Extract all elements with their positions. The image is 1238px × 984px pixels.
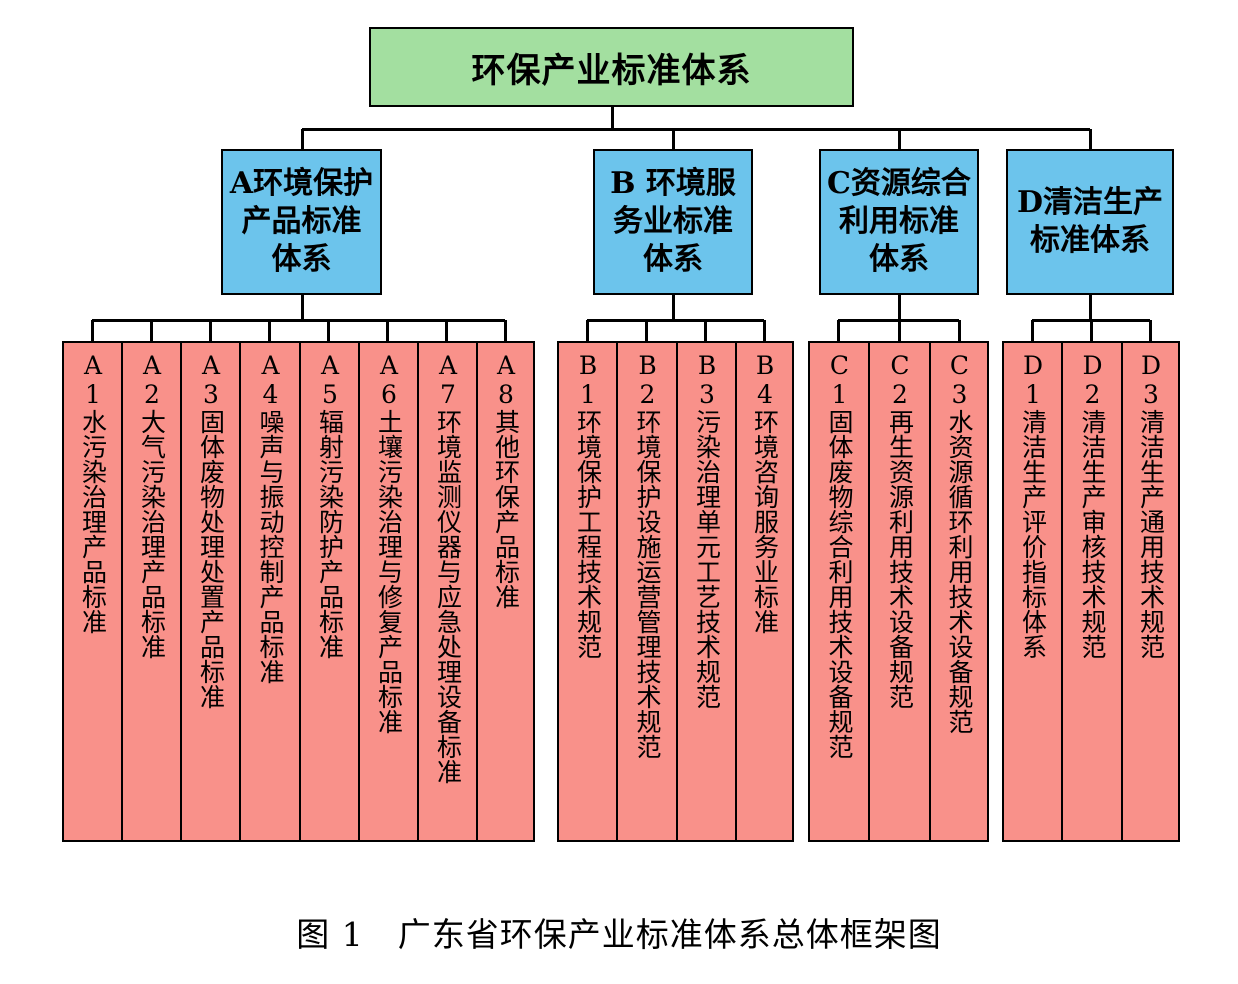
category-box-b: B 环境服务业标准体系 [593, 149, 753, 295]
category-box-c: C资源综合利用标准体系 [819, 149, 979, 295]
leaf-box-b4: B4环境咨询服务业标准 [735, 341, 794, 842]
leaf-box-a2: A2大气污染治理产品标准 [121, 341, 182, 842]
leaf-label: C1固体废物综合利用技术设备规范 [825, 351, 854, 759]
leaf-label: A5辐射污染防护产品标准 [315, 351, 345, 659]
connector-line [300, 129, 304, 149]
leaf-label: B3污染治理单元工艺技术规范 [692, 351, 722, 709]
leaf-label: D2清洁生产审核技术规范 [1078, 351, 1107, 659]
leaf-box-b3: B3污染治理单元工艺技术规范 [676, 341, 737, 842]
connector-line [610, 107, 614, 129]
leaf-label: A3固体废物处理处置产品标准 [196, 351, 226, 709]
leaf-box-a1: A1水污染治理产品标准 [62, 341, 123, 842]
category-box-a: A环境保护产品标准体系 [221, 149, 382, 295]
connector-line [301, 128, 1090, 131]
leaf-label: A8其他环保产品标准 [491, 351, 521, 609]
connector-line [90, 320, 94, 341]
connector-line [1089, 129, 1092, 149]
connector-line [149, 320, 153, 341]
leaf-label: A4噪声与振动控制产品标准 [256, 351, 285, 684]
leaf-box-c3: C3水资源循环利用技术设备规范 [929, 341, 989, 842]
leaf-box-d3: D3清洁生产通用技术规范 [1121, 341, 1180, 842]
leaf-label: B2环境保护设施运营管理技术规范 [633, 351, 662, 759]
leaf-box-a6: A6土壤污染治理与修复产品标准 [358, 341, 419, 842]
leaf-box-a4: A4噪声与振动控制产品标准 [239, 341, 301, 842]
leaf-box-a7: A7环境监测仪器与应急处理设备标准 [417, 341, 478, 842]
leaf-label: D1清洁生产评价指标体系 [1018, 351, 1048, 659]
connector-line [300, 295, 304, 320]
category-box-d: D清洁生产标准体系 [1006, 149, 1174, 295]
connector-line [837, 320, 841, 341]
connector-line [504, 320, 508, 341]
root-box: 环保产业标准体系 [369, 27, 854, 107]
leaf-label: A6土壤污染治理与修复产品标准 [374, 351, 404, 734]
connector-line [585, 320, 589, 341]
connector-line [91, 319, 506, 322]
connector-line [1090, 320, 1093, 341]
leaf-label: A1水污染治理产品标准 [78, 351, 108, 634]
leaf-box-b1: B1环境保护工程技术规范 [557, 341, 618, 842]
leaf-label: C2再生资源利用技术设备规范 [885, 351, 915, 709]
connector-line [704, 320, 708, 341]
leaf-box-a5: A5辐射污染防护产品标准 [299, 341, 360, 842]
figure-caption: 图 1 广东省环保产业标准体系总体框架图 [296, 915, 942, 954]
connector-line [1030, 320, 1034, 341]
leaf-label: A7环境监测仪器与应急处理设备标准 [433, 351, 463, 784]
connector-line [897, 320, 901, 341]
leaf-box-b2: B2环境保护设施运营管理技术规范 [616, 341, 678, 842]
connector-line [1149, 320, 1153, 341]
connector-line [898, 295, 901, 320]
connector-line [672, 295, 675, 320]
leaf-box-d1: D1清洁生产评价指标体系 [1002, 341, 1063, 842]
leaf-label: A2大气污染治理产品标准 [137, 351, 167, 659]
connector-line [386, 320, 390, 341]
leaf-box-a3: A3固体废物处理处置产品标准 [180, 341, 241, 842]
leaf-label: D3清洁生产通用技术规范 [1136, 351, 1166, 659]
leaf-box-c2: C2再生资源利用技术设备规范 [868, 341, 931, 842]
connector-line [898, 129, 901, 149]
leaf-box-a8: A8其他环保产品标准 [476, 341, 535, 842]
leaf-box-d2: D2清洁生产审核技术规范 [1061, 341, 1123, 842]
leaf-label: B4环境咨询服务业标准 [750, 351, 780, 634]
connector-line [327, 320, 331, 341]
connector-line [644, 320, 648, 341]
leaf-label: C3水资源循环利用技术设备规范 [945, 351, 974, 734]
leaf-label: B1环境保护工程技术规范 [573, 351, 603, 659]
connector-line [1089, 295, 1092, 320]
leaf-box-c1: C1固体废物综合利用技术设备规范 [808, 341, 870, 842]
connector-line [672, 129, 675, 149]
connector-line [267, 320, 271, 341]
connector-line [957, 320, 961, 341]
connector-line [586, 319, 765, 322]
connector-line [208, 320, 212, 341]
connector-line [763, 320, 767, 341]
connector-line [445, 320, 449, 341]
